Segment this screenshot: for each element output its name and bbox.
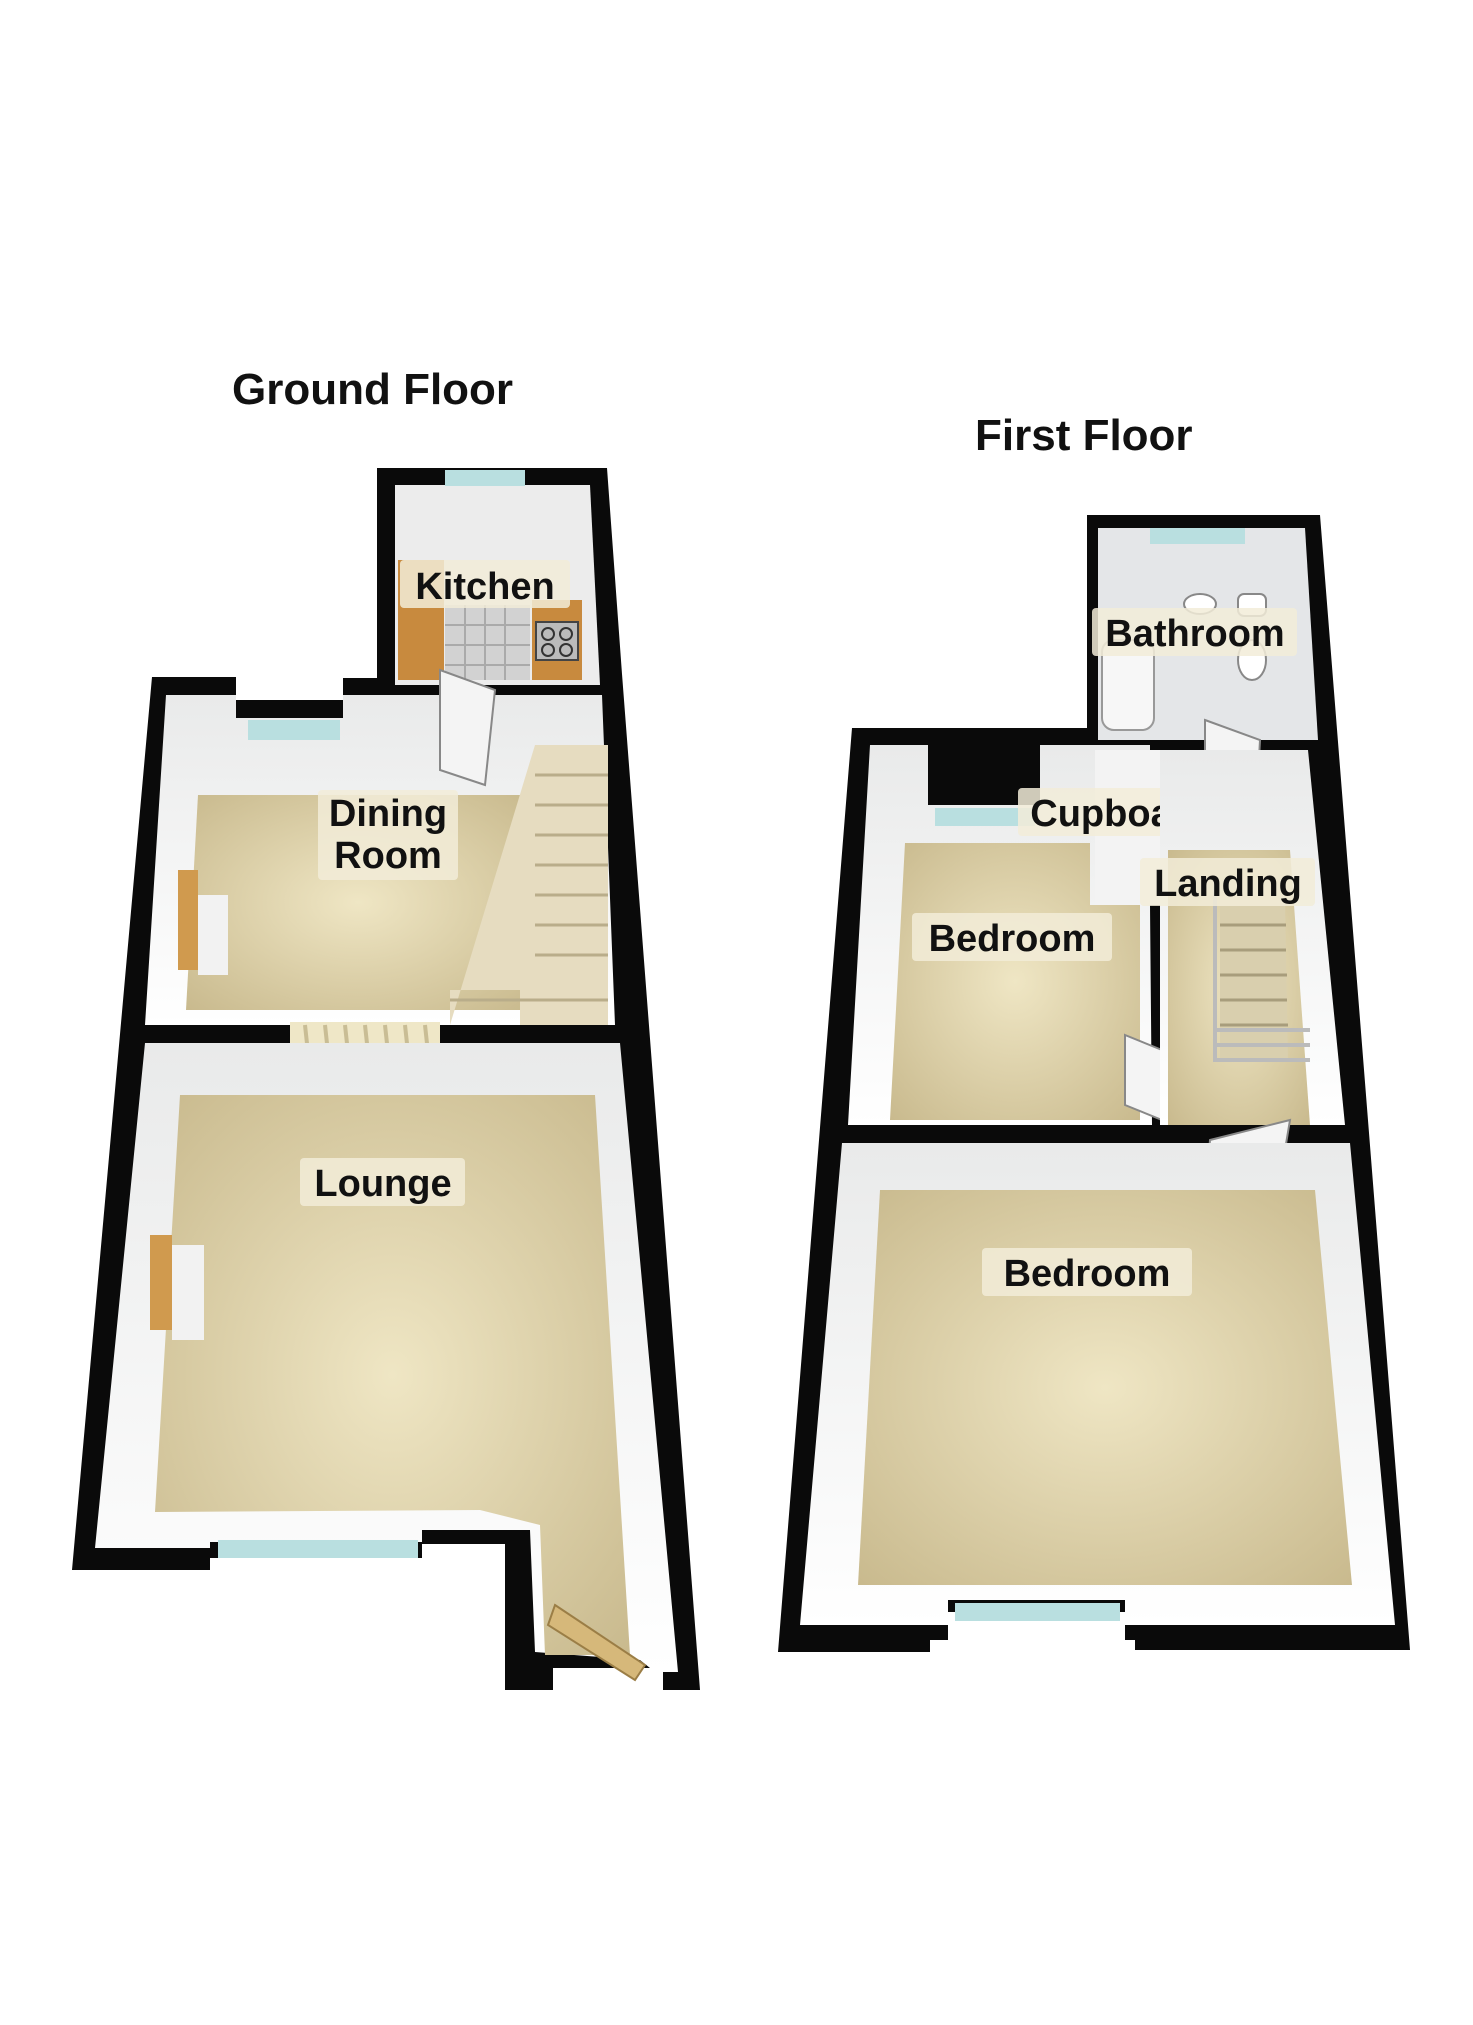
lounge-label-bg [300, 1158, 465, 1206]
bedroom-large-label-bg [982, 1248, 1192, 1296]
banister [1213, 880, 1310, 1062]
lounge-label: Lounge [314, 1163, 451, 1205]
first-floor-plan: Bathroom Bedroom Cupboard Landing Bedroo… [778, 515, 1410, 1652]
kitchen-tile-floor [445, 605, 530, 680]
dining-fireplace [178, 870, 198, 970]
bathroom-window [1150, 528, 1245, 544]
hob-icon [535, 621, 579, 661]
kitchen-window [445, 470, 525, 486]
bedroom-small-carpet [890, 843, 1140, 1120]
bathroom-label: Bathroom [1105, 613, 1284, 655]
landing-label-bg [1140, 858, 1315, 906]
bedroom-small-label: Bedroom [929, 918, 1096, 960]
landing-label: Landing [1154, 863, 1302, 905]
kitchen-label-bg [400, 560, 570, 608]
bedroom-small-window [935, 808, 1035, 826]
hob-ring-icon [541, 627, 555, 641]
lounge-hearth [172, 1245, 204, 1340]
first-floor-stairs [1220, 900, 1288, 1060]
bathroom-label-bg [1092, 608, 1297, 656]
dining-room-label-line1: Dining [329, 793, 447, 835]
dining-hearth [198, 895, 228, 975]
bedroom-small-door [1124, 1033, 1163, 1122]
lounge-window [218, 1540, 418, 1558]
first-floor-title: First Floor [975, 411, 1193, 460]
hob-ring-icon [559, 643, 573, 657]
kitchen-door [439, 668, 497, 787]
hob-ring-icon [541, 643, 555, 657]
bedroom-large-carpet [858, 1190, 1352, 1585]
kitchen-floor-grid [445, 605, 530, 680]
dining-room-window [248, 720, 340, 740]
bedroom-large-label: Bedroom [1004, 1253, 1171, 1295]
lounge-carpet [155, 1095, 630, 1655]
hob-ring-icon [559, 627, 573, 641]
bedroom-small-label-bg [912, 913, 1112, 961]
kitchen-label: Kitchen [415, 566, 554, 608]
bedroom-large-window [955, 1603, 1120, 1621]
lounge-fireplace [150, 1235, 172, 1330]
dining-room-label-bg [318, 790, 458, 880]
ground-floor-plan: Kitchen Dining Room Lounge [72, 468, 700, 1690]
ground-floor-title: Ground Floor [232, 365, 513, 414]
ground-floor-stairs [450, 745, 608, 1025]
front-door [546, 1603, 647, 1682]
dining-room-label-line2: Room [334, 835, 442, 877]
